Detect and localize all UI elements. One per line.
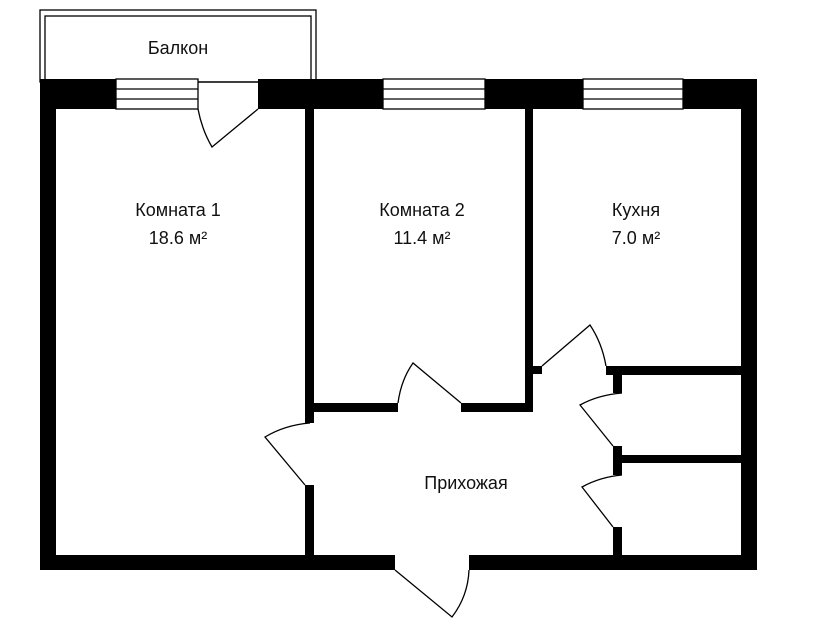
window-room-2 (382, 78, 486, 110)
room-2-area: 11.4 м² (393, 228, 450, 248)
hallway-label: Прихожая (424, 473, 507, 493)
balcony-label: Балкон (148, 38, 208, 58)
closet-2-door[interactable] (581, 474, 623, 528)
room-1-door[interactable] (264, 422, 311, 486)
window-kitchen (582, 78, 684, 110)
window-room-1 (115, 78, 199, 110)
room-2-name: Комната 2 (379, 200, 465, 220)
kitchen-door[interactable] (541, 324, 607, 367)
room-2-door[interactable] (397, 362, 462, 404)
room-1-name: Комната 1 (135, 200, 221, 220)
exterior-walls (40, 79, 757, 570)
balcony-door[interactable] (197, 108, 259, 148)
closet-1-door[interactable] (579, 392, 623, 447)
room-1-area: 18.6 м² (149, 228, 207, 248)
entrance-door[interactable] (394, 569, 470, 618)
kitchen-name: Кухня (612, 200, 660, 220)
kitchen-area: 7.0 м² (612, 228, 660, 248)
interior-walls (305, 109, 741, 555)
